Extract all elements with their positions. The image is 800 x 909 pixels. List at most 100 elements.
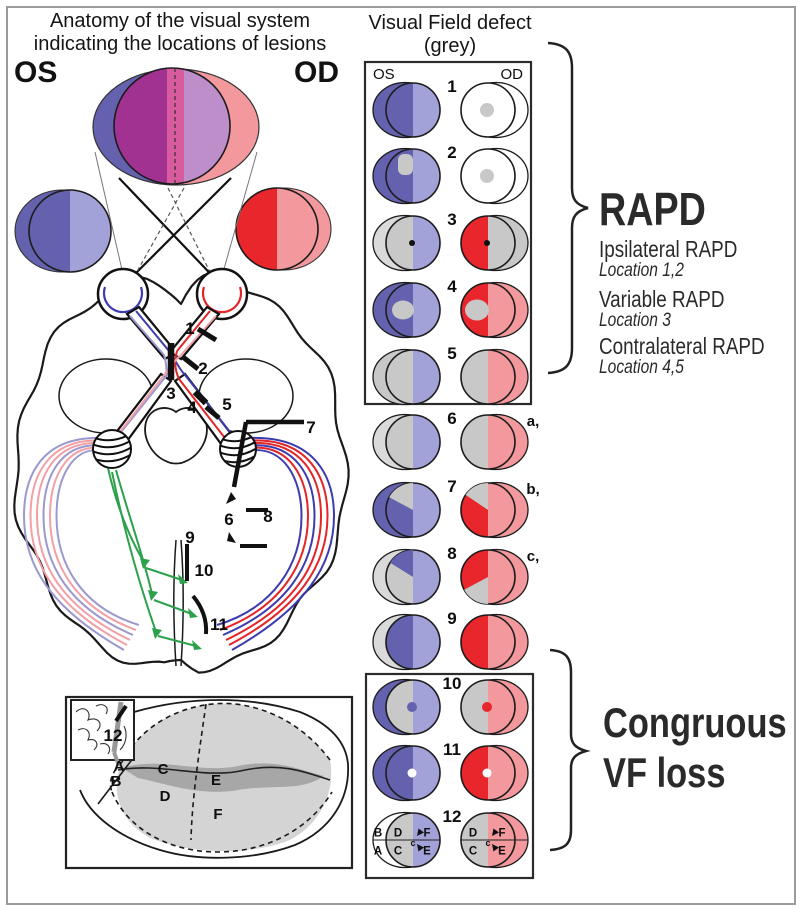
vf-row-1: 1 (372, 77, 529, 139)
os-monocular-field (14, 189, 112, 273)
map-letter: E (423, 846, 431, 858)
rapd-item-1-label: Ipsilateral RAPD (599, 236, 738, 262)
field-wedge (464, 577, 488, 604)
figure-border (6, 6, 796, 905)
vf-row-number: 5 (447, 344, 456, 363)
map-letter: F (423, 828, 430, 840)
optic-radiations (22, 436, 336, 651)
field-wedge (465, 482, 488, 510)
map-letter: E (498, 846, 506, 858)
vf-row-number: 11 (443, 740, 461, 759)
scotoma-blob (398, 154, 413, 175)
congruous-line1: Congruous (603, 699, 787, 746)
region-label-b: B (111, 773, 122, 790)
vf-row-4: 4 (372, 277, 529, 339)
rapd-group-box (363, 60, 533, 406)
field-right-half (488, 483, 515, 537)
field-right-half (413, 83, 440, 137)
field-wedge (389, 483, 413, 510)
rapd-item-2-label: Variable RAPD (599, 286, 725, 312)
field-left-half (461, 615, 488, 669)
occipital-cortex-inset: 12 A B C D E F (64, 695, 354, 870)
right-title-line1: Visual Field defect (368, 12, 532, 34)
field-right-half (413, 680, 440, 734)
map-letter: c (410, 838, 415, 848)
lesion-label-10: 10 (195, 561, 214, 580)
field-right-half (488, 615, 515, 669)
scotoma-blob (465, 299, 489, 321)
map-letter: D (394, 828, 402, 840)
vf-row-subtype: c, (527, 548, 540, 565)
vf-row-6: 6 a, (372, 409, 540, 471)
left-title-line2: indicating the locations of lesions (33, 33, 327, 55)
congruous-brace (549, 648, 591, 852)
map-letter: D (469, 828, 477, 840)
lesion-marks (181, 326, 304, 635)
vf-row-3: 3 (372, 210, 529, 272)
field-left-half (386, 216, 413, 270)
lesion-label-1: 1 (185, 319, 194, 338)
field-left-half (461, 680, 488, 734)
map-letter: C (469, 846, 477, 858)
field-left-half (461, 350, 488, 404)
field-left-half (461, 216, 488, 270)
right-panel-title: Visual Field defect (grey) (355, 12, 545, 58)
field-right-half (413, 350, 440, 404)
od-column-header: OD (501, 66, 524, 83)
lesion-label-5: 5 (222, 395, 231, 414)
vf-row-number: 9 (447, 609, 456, 628)
vf-row-number: 12 (443, 807, 462, 826)
rapd-item-1-location: Location 1,2 (599, 260, 684, 281)
field-left-half (461, 415, 488, 469)
vf-row-subtype: a, (527, 413, 540, 430)
field-left-half (386, 83, 413, 137)
annotation-braces (547, 41, 591, 852)
od-monocular-field (235, 187, 332, 271)
rapd-item-3-location: Location 4,5 (599, 357, 684, 378)
vf-row-8: 8 c, (372, 544, 540, 606)
field-right-half (413, 483, 440, 537)
rapd-item-3-label: Contralateral RAPD (599, 333, 765, 359)
lesion-6-arrows (226, 492, 236, 543)
field-right-half (413, 149, 440, 203)
left-eye (96, 267, 150, 321)
brain-axial-diagram: 1 2 3 4 5 6 7 8 9 10 11 (13, 267, 350, 674)
region-label-e: E (211, 772, 221, 789)
rapd-title: RAPD (599, 183, 706, 235)
field-left-half (461, 149, 488, 203)
left-lgn (92, 429, 132, 469)
congruous-line2: VF loss (603, 749, 726, 796)
field-left-half (386, 415, 413, 469)
region-label-a: A (114, 758, 125, 775)
vf-row-number: 7 (447, 477, 456, 496)
field-left-half (461, 83, 488, 137)
os-column-header: OS (373, 66, 395, 83)
field-right-half (488, 680, 515, 734)
lesion-label-8: 8 (263, 507, 272, 526)
field-right-half (488, 83, 515, 137)
region-label-c: C (158, 761, 169, 778)
field-left-half (386, 746, 413, 800)
field-right-half (488, 415, 515, 469)
field-left-half (386, 680, 413, 734)
scotoma-dot (482, 702, 492, 712)
vf-row-9: 9 (372, 609, 529, 671)
scotoma-blob (392, 300, 414, 320)
od-label-left-panel: OD (294, 56, 339, 89)
map-letter: F (498, 828, 505, 840)
field-right-half (413, 746, 440, 800)
vf-row-11: 11 (372, 740, 529, 802)
field-right-half (413, 615, 440, 669)
lesion-label-6: 6 (224, 510, 233, 529)
green-interneurons (107, 467, 197, 647)
vf-row-number: 8 (447, 544, 456, 563)
region-label-d: D (160, 788, 171, 805)
map-letter: A (374, 846, 382, 858)
lesion-label-2: 2 (198, 359, 207, 378)
scotoma-dot (482, 768, 492, 778)
vf-row-number: 6 (447, 409, 456, 428)
